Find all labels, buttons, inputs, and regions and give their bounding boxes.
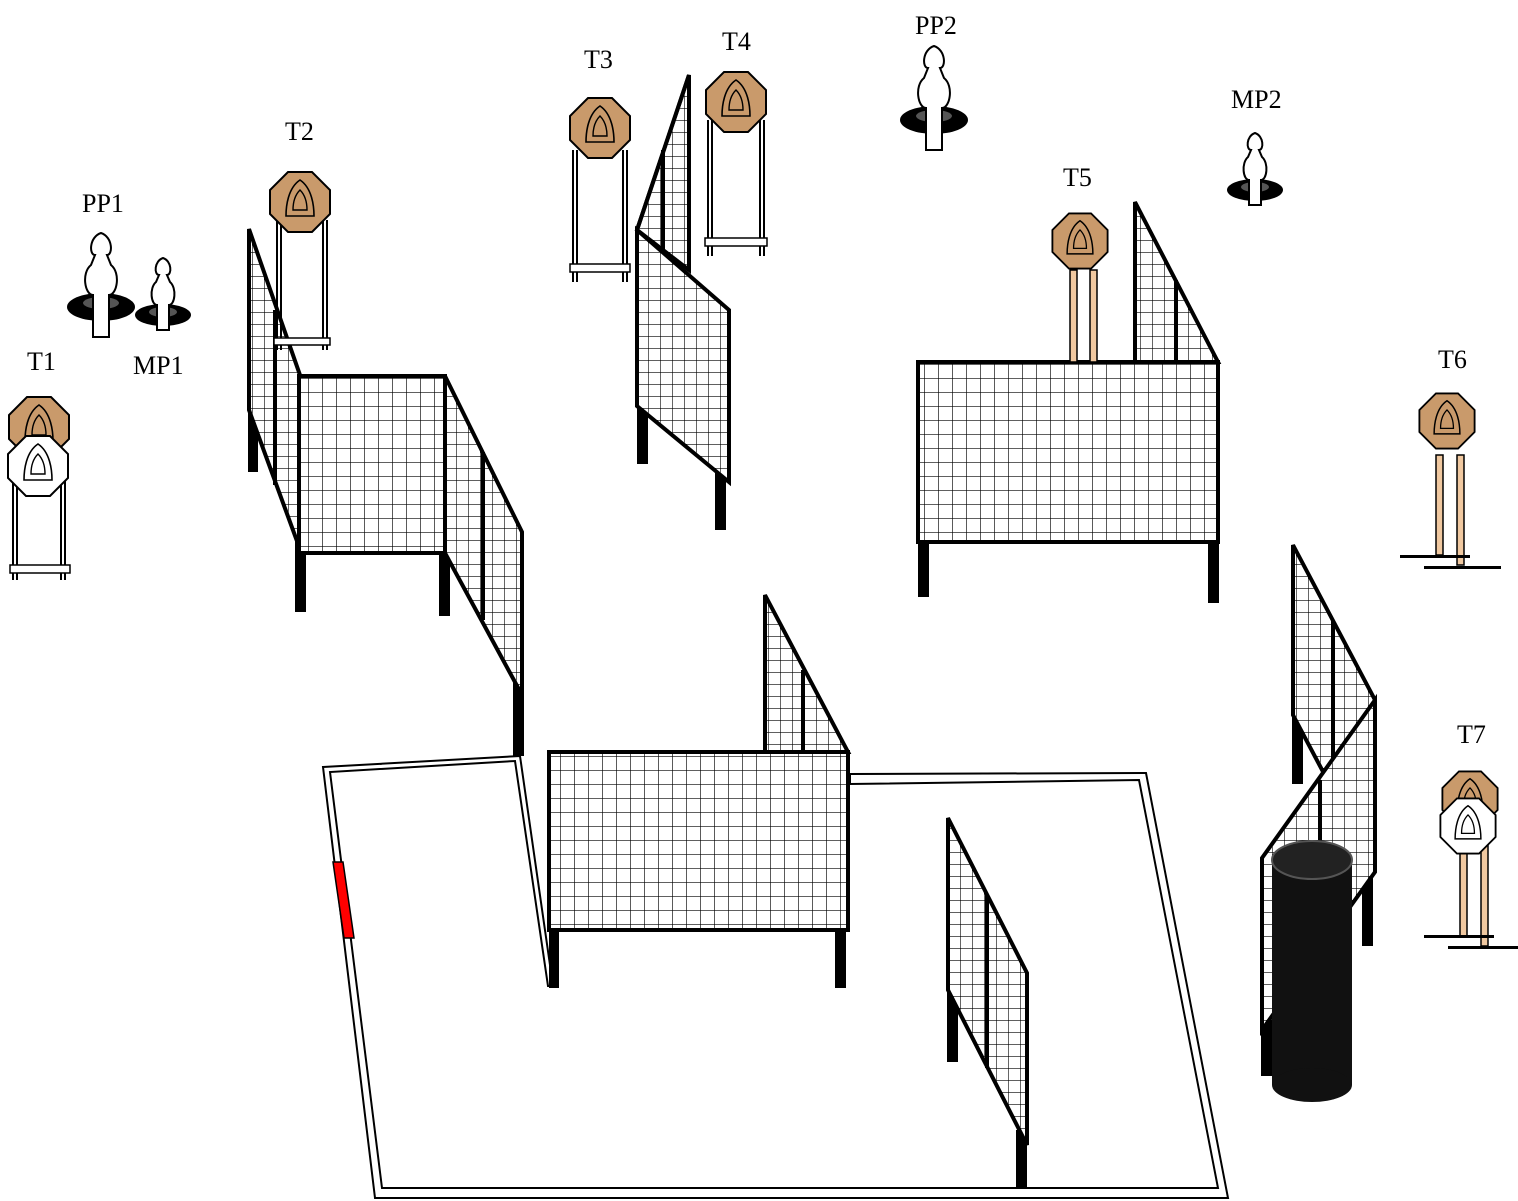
label-t6: T6 — [1438, 345, 1467, 374]
barrel — [1271, 840, 1353, 1102]
label-mp1: MP1 — [133, 351, 184, 380]
target-t1 — [7, 396, 71, 580]
label-t2: T2 — [285, 117, 314, 146]
target-t2 — [269, 171, 331, 350]
start-marker — [332, 861, 355, 939]
label-t3: T3 — [584, 45, 613, 74]
right-top-wall — [916, 201, 1222, 603]
label-pp1: PP1 — [82, 189, 124, 218]
label-t1: T1 — [27, 347, 56, 376]
bottom-angled-wall — [946, 817, 1029, 1188]
target-t7 — [1424, 770, 1518, 949]
label-t7: T7 — [1457, 720, 1486, 749]
target-t4 — [704, 71, 768, 256]
popper-pp1 — [66, 232, 136, 338]
popper-mp2 — [1226, 132, 1284, 206]
label-t5: T5 — [1063, 163, 1092, 192]
popper-pp2 — [899, 45, 969, 151]
label-pp2: PP2 — [915, 11, 957, 40]
left-wall — [247, 228, 524, 756]
target-t3 — [569, 97, 631, 282]
target-t5 — [1051, 212, 1109, 363]
popper-mp1 — [134, 257, 192, 331]
center-bottom-wall — [547, 594, 852, 988]
label-mp2: MP2 — [1231, 85, 1282, 114]
center-top-wall — [634, 74, 731, 530]
label-t4: T4 — [722, 27, 751, 56]
target-t6 — [1400, 392, 1501, 569]
